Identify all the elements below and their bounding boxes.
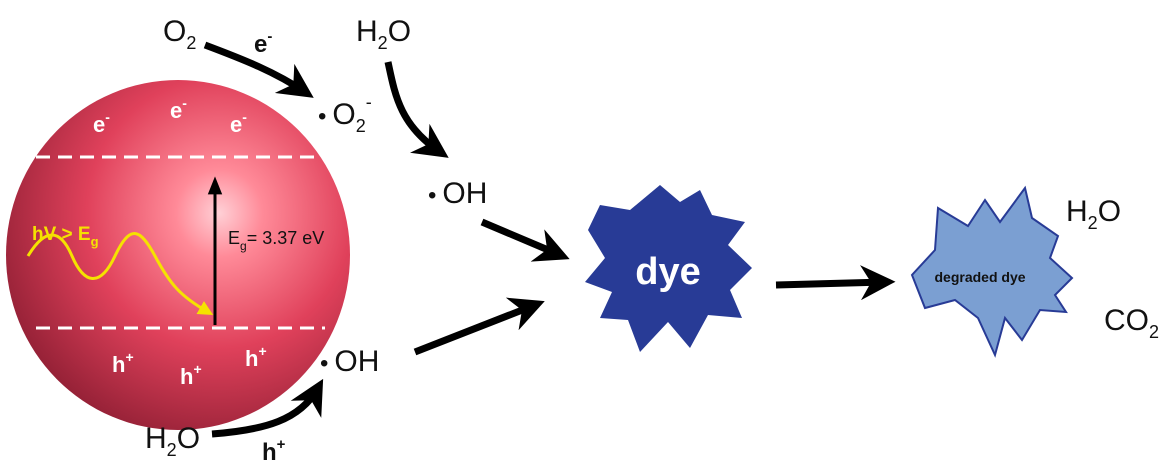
svg-text:H2O: H2O — [356, 15, 411, 53]
semiconductor-particle — [6, 80, 350, 430]
svg-text:Eg= 3.37 eV: Eg= 3.37 eV — [228, 228, 324, 253]
svg-text:e-: e- — [170, 95, 187, 123]
svg-text:hV > Eg: hV > Eg — [32, 224, 99, 249]
photon-label: hV > Eg — [32, 224, 99, 249]
product-water-label: H2O — [1066, 195, 1121, 233]
svg-text:CO2: CO2 — [1104, 304, 1159, 342]
electron-3: e- — [230, 109, 247, 137]
electron-2: e- — [170, 95, 187, 123]
superoxide-label: •O2- — [318, 92, 372, 136]
electron-transfer-label: e- — [254, 28, 272, 58]
svg-text:e-: e- — [93, 109, 110, 137]
svg-text:H2O: H2O — [145, 422, 200, 460]
hole-3: h+ — [245, 343, 267, 371]
o2-label: O2 — [163, 15, 196, 53]
arrow-hydroxyl-bottom-to-dye — [413, 297, 545, 356]
svg-text:h+: h+ — [112, 349, 134, 377]
svg-text:H2O: H2O — [1066, 195, 1121, 233]
dye-label: dye — [635, 251, 700, 293]
svg-text:•OH: •OH — [428, 177, 487, 210]
band-gap-label: Eg= 3.37 eV — [228, 228, 324, 253]
photon-wave — [26, 232, 214, 315]
degraded-dye-shape — [910, 185, 1074, 358]
water-bottom-label: H2O — [145, 422, 200, 460]
water-top-label: H2O — [356, 15, 411, 53]
svg-text:•OH: •OH — [320, 345, 379, 378]
hydroxyl-bottom-label: •OH — [320, 345, 379, 378]
arrow-water-to-hydroxyl-bottom — [211, 378, 324, 438]
svg-text:h+: h+ — [245, 343, 267, 371]
hydroxyl-top-label: •OH — [428, 177, 487, 210]
svg-text:e-: e- — [230, 109, 247, 137]
hole-2: h+ — [180, 361, 202, 389]
degraded-dye-label: degraded dye — [934, 269, 1025, 285]
svg-text:h+: h+ — [180, 361, 202, 389]
dye-shape — [585, 185, 752, 352]
electron-1: e- — [93, 109, 110, 137]
arrow-water-to-hydroxyl — [384, 61, 449, 158]
hole-transfer-label: h+ — [262, 436, 286, 463]
arrow-hydroxyl-top-to-dye — [480, 218, 570, 262]
arrow-o2-to-superoxide — [203, 41, 314, 98]
svg-text:O2: O2 — [163, 15, 196, 53]
product-co2-label: CO2 — [1104, 304, 1159, 342]
svg-text:e-: e- — [254, 28, 272, 58]
hole-1: h+ — [112, 349, 134, 377]
svg-text:h+: h+ — [262, 436, 286, 463]
arrow-dye-to-degraded — [775, 265, 896, 301]
svg-text:•O2-: •O2- — [318, 92, 372, 136]
